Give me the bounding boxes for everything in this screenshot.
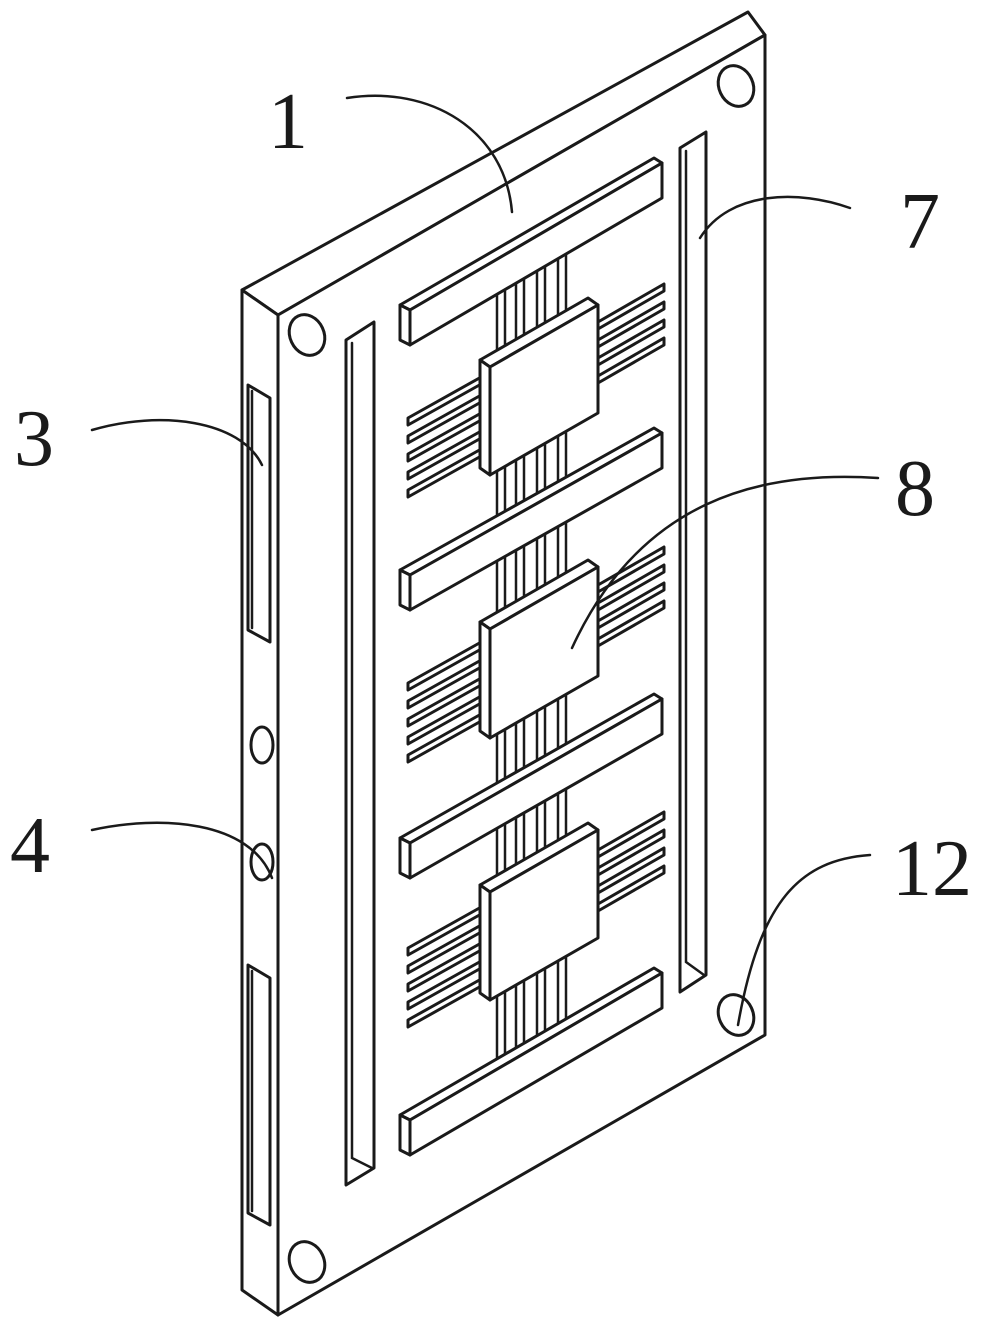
label-1: 1 [268, 78, 308, 166]
mounting-hole-top-right [716, 64, 756, 108]
rail-1 [398, 156, 664, 347]
groove-left [344, 320, 376, 1187]
label-3: 3 [14, 395, 54, 483]
leader-3 [90, 418, 264, 467]
raised-rails [398, 156, 664, 1157]
label-7: 7 [900, 178, 940, 266]
chip-3-top [488, 828, 600, 1002]
mounting-hole-bottom-right [716, 993, 756, 1037]
label-4: 4 [10, 802, 50, 890]
groove-left-inner [350, 341, 374, 1170]
chip-2-top [488, 565, 600, 740]
leader-1 [345, 94, 514, 214]
leader-7 [698, 195, 852, 240]
long-grooves [344, 130, 708, 1187]
reference-labels: 1 3 4 7 8 12 [10, 78, 972, 913]
chip-1-top [488, 303, 600, 477]
label-8: 8 [895, 445, 935, 533]
leader-lines [90, 94, 880, 1027]
rail-4 [398, 966, 664, 1157]
side-slot-lower [246, 963, 272, 1227]
chip-2 [406, 545, 666, 764]
side-hole-upper [249, 725, 275, 765]
side-slot-upper [246, 383, 272, 644]
mounting-hole-bottom-left [287, 1240, 327, 1284]
mounting-hole-top-left [287, 313, 327, 357]
leader-12 [736, 853, 872, 1027]
groove-right-inner [684, 149, 706, 977]
groove-right [678, 130, 708, 994]
label-12: 12 [892, 825, 972, 913]
leader-4 [90, 821, 274, 880]
chip-1 [406, 282, 666, 499]
chip-3 [406, 810, 666, 1029]
side-hole-lower [249, 842, 275, 882]
rail-3 [398, 692, 664, 880]
side-features [246, 383, 275, 1227]
leader-8 [570, 475, 880, 650]
rail-2 [398, 426, 664, 612]
mounting-holes [287, 64, 756, 1284]
